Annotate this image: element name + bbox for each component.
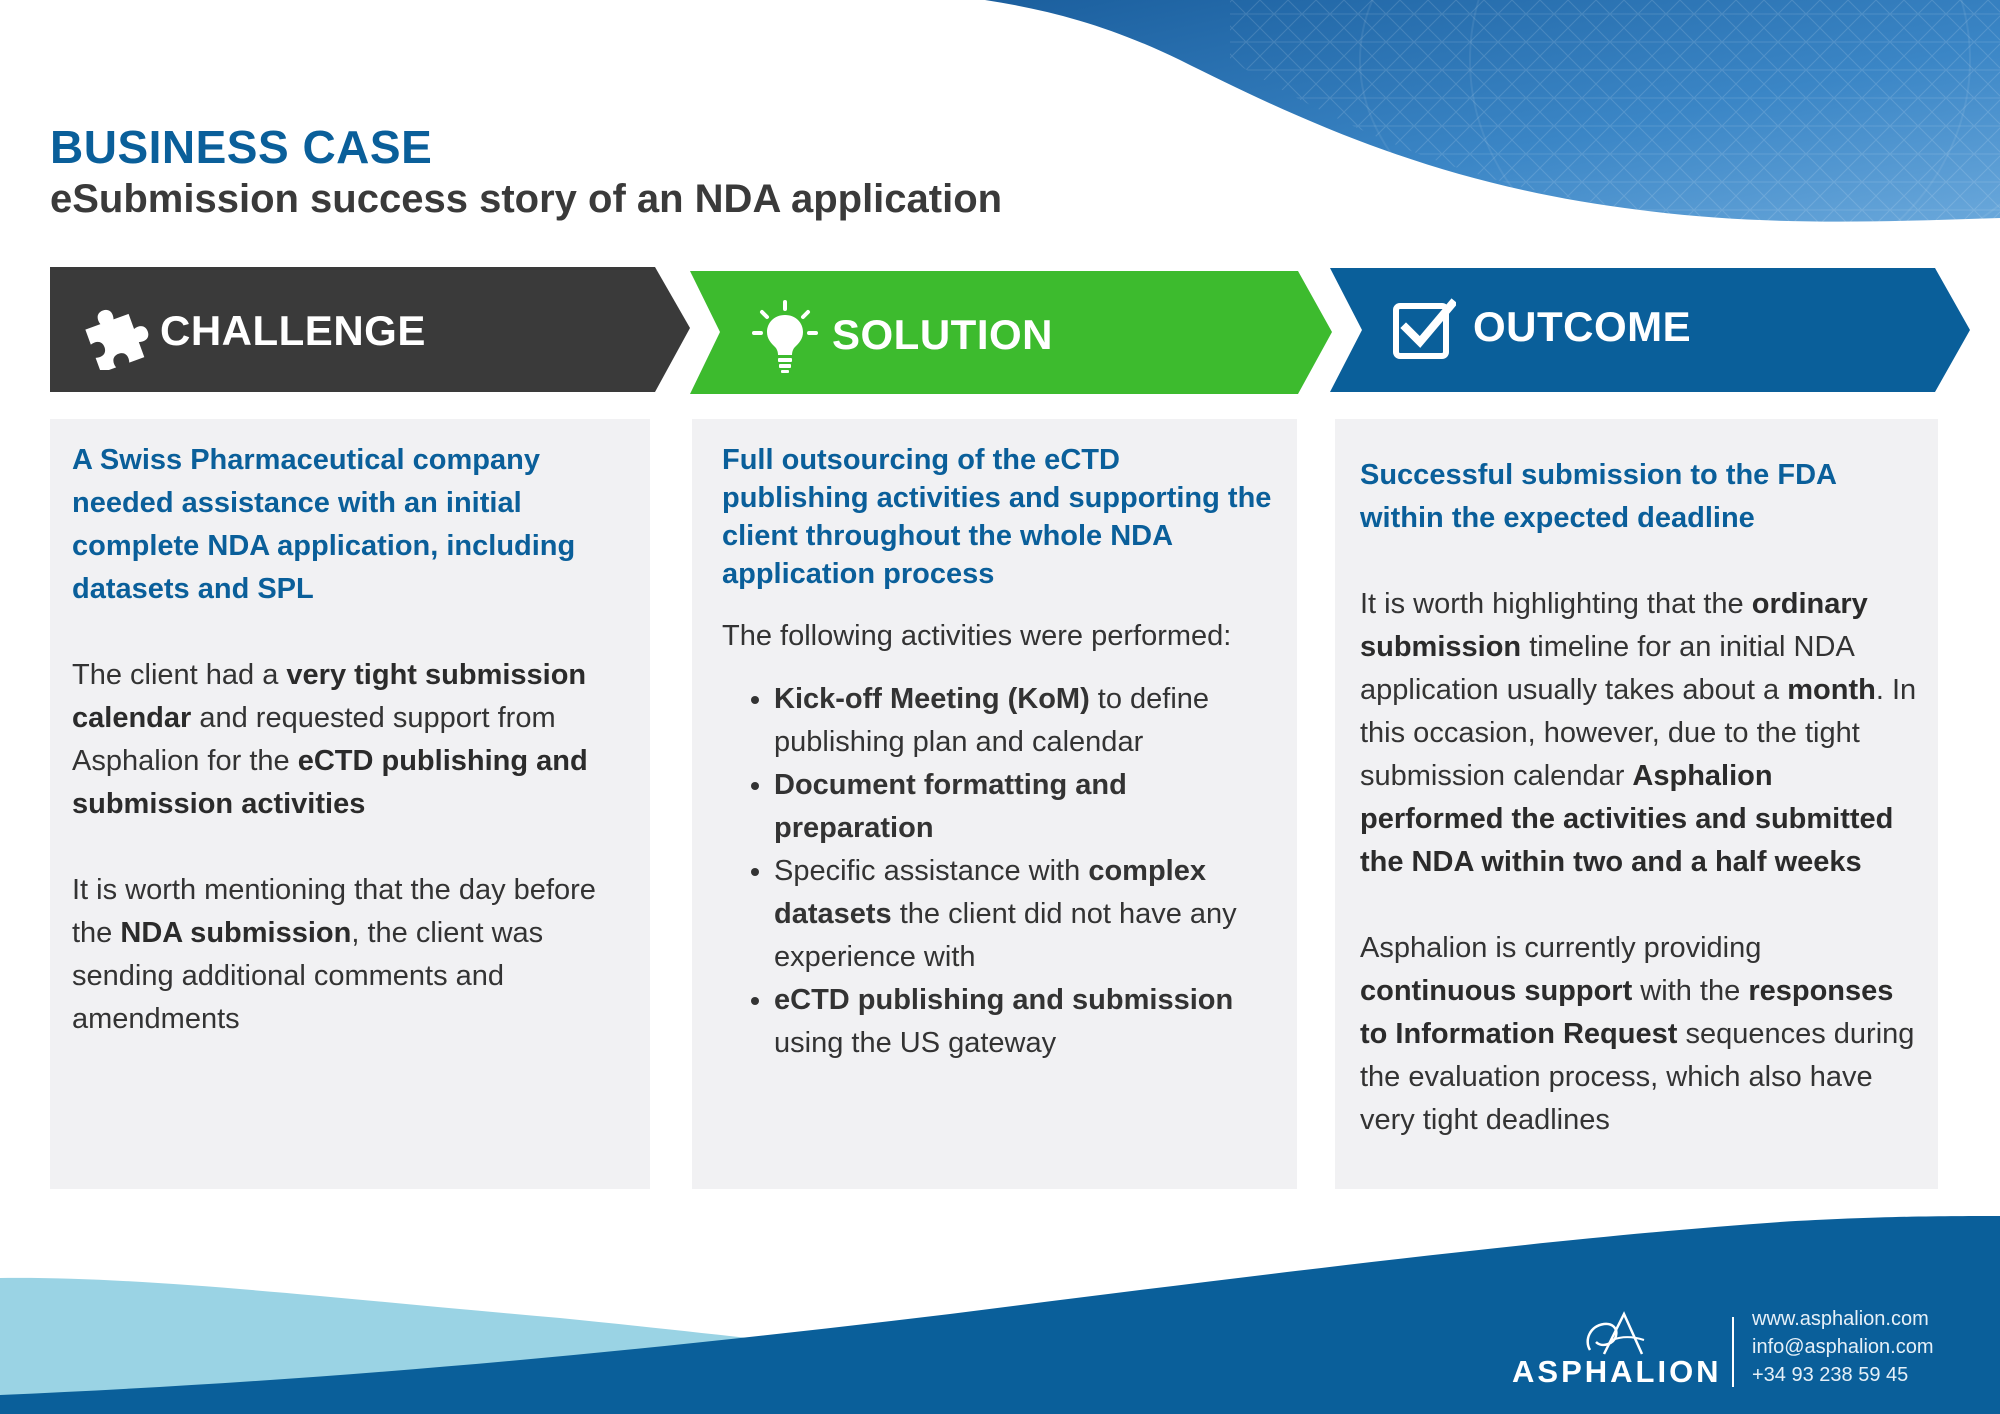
checkbox-icon [1393, 298, 1456, 359]
asphalion-logo-mark [1586, 1311, 1645, 1355]
puzzle-icon [85, 309, 149, 370]
outcome-banner [1330, 268, 1970, 392]
footer-phone: +34 93 238 59 45 [1752, 1364, 1909, 1386]
solution-lead: Full outsourcing of the eCTD publishing … [722, 444, 1272, 590]
lightbulb-icon [752, 300, 818, 373]
asphalion-logo-text: ASPHALION [1512, 1354, 1722, 1389]
list-item: Kick-off Meeting (KoM) to define publish… [774, 678, 1273, 764]
footer-website[interactable]: www.asphalion.com [1752, 1308, 1929, 1330]
challenge-paragraph-2: It is worth mentioning that the day befo… [72, 874, 596, 1035]
challenge-card: A Swiss Pharmaceutical company needed as… [50, 419, 650, 1189]
solution-label: SOLUTION [832, 311, 1053, 358]
outcome-lead: Successful submission to the FDA within … [1360, 459, 1836, 534]
outcome-label: OUTCOME [1473, 303, 1692, 350]
footer-divider [1732, 1317, 1734, 1387]
footer-wave-dark [0, 1216, 2000, 1414]
challenge-paragraph-1: The client had a very tight submission c… [72, 659, 588, 820]
outcome-paragraph-2: Asphalion is currently providing continu… [1360, 932, 1915, 1136]
outcome-card: Successful submission to the FDA within … [1335, 419, 1938, 1189]
challenge-label: CHALLENGE [160, 307, 426, 354]
solution-card: Full outsourcing of the eCTD publishing … [692, 419, 1297, 1189]
solution-banner [690, 271, 1332, 394]
list-item: Specific assistance with complex dataset… [774, 850, 1273, 979]
outcome-paragraph-1: It is worth highlighting that the ordina… [1360, 588, 1917, 878]
business-case-kicker: BUSINESS CASE [50, 121, 433, 173]
footer-email[interactable]: info@asphalion.com [1752, 1336, 1934, 1358]
list-item: eCTD publishing and submission using the… [774, 979, 1273, 1065]
challenge-lead: A Swiss Pharmaceutical company needed as… [72, 444, 576, 605]
solution-activity-list: Kick-off Meeting (KoM) to define publish… [722, 678, 1273, 1065]
challenge-banner [50, 267, 690, 392]
page-title: eSubmission success story of an NDA appl… [50, 177, 1003, 221]
list-item: Document formatting and preparation [774, 764, 1273, 850]
solution-intro: The following activities were performed: [722, 620, 1232, 652]
